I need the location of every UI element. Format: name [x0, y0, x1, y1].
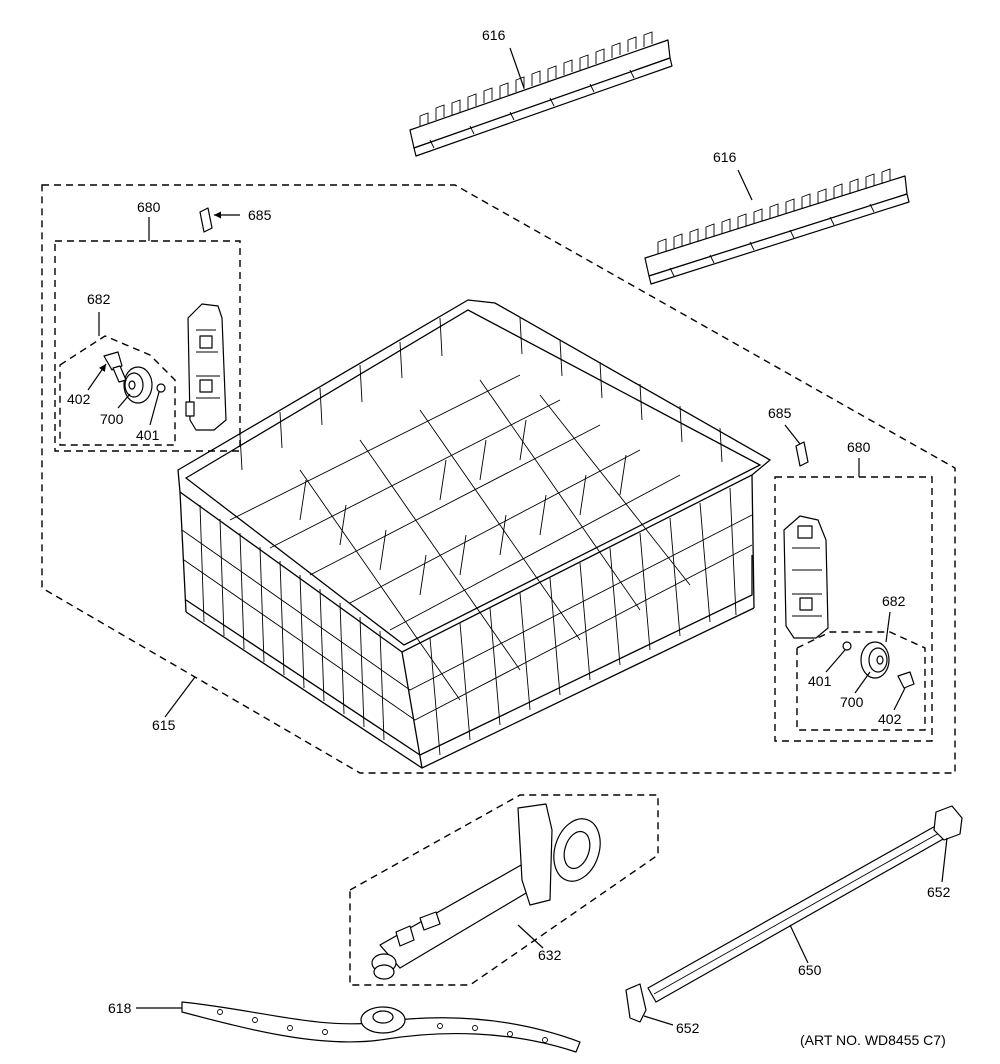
- label-685-left: 685: [248, 207, 272, 223]
- label-632: 632: [538, 947, 562, 963]
- roller-kit-682-right-box: [796, 631, 926, 731]
- upper-dish-rack: [177, 299, 772, 769]
- rack-assembly-boundary: [41, 184, 956, 774]
- tine-row-616-right: [644, 168, 910, 285]
- feed-tube-632-box: [349, 794, 659, 986]
- rack-adjuster-right: [783, 515, 829, 639]
- label-616-top: 616: [482, 27, 506, 43]
- label-685-right: 685: [768, 405, 792, 421]
- label-650: 650: [798, 962, 822, 978]
- roller-kit-682-left-box: [59, 335, 176, 446]
- clip-685-left: [199, 207, 213, 233]
- spray-arm-618: [181, 1001, 581, 1053]
- label-401-left: 401: [136, 427, 160, 443]
- label-402-left: 402: [67, 391, 91, 407]
- leader-lines: [87, 47, 948, 1026]
- label-682-left: 682: [87, 291, 111, 307]
- label-652-bottom: 652: [676, 1020, 700, 1036]
- label-652-top: 652: [927, 884, 951, 900]
- label-700-right: 700: [840, 694, 864, 710]
- rail-stop-652-bottom: [625, 983, 647, 1023]
- washer-401-right: [842, 641, 852, 651]
- label-618: 618: [108, 1000, 132, 1016]
- label-402-right: 402: [878, 711, 902, 727]
- label-615: 615: [152, 717, 176, 733]
- tine-row-616-top: [409, 31, 673, 157]
- rail-stop-652-top: [933, 805, 963, 841]
- washer-401-left: [156, 383, 166, 393]
- roller-700-left: [123, 366, 153, 404]
- adjuster-kit-680-left-box: [54, 240, 241, 452]
- adjuster-kit-680-right-box: [774, 476, 933, 742]
- roller-700-right: [860, 641, 890, 679]
- clip-685-right: [795, 441, 809, 467]
- label-616-right: 616: [713, 149, 737, 165]
- rack-adjuster-left: [185, 303, 227, 431]
- feed-tube-632: [371, 803, 553, 980]
- axle-402-left: [103, 351, 127, 383]
- feed-tube-gasket: [553, 818, 601, 882]
- label-680-left: 680: [137, 199, 161, 215]
- label-680-right: 680: [847, 439, 871, 455]
- art-number: (ART NO. WD8455 C7): [800, 1032, 946, 1048]
- label-700-left: 700: [100, 411, 124, 427]
- axle-402-right: [897, 671, 915, 689]
- label-401-right: 401: [808, 673, 832, 689]
- label-682-right: 682: [882, 593, 906, 609]
